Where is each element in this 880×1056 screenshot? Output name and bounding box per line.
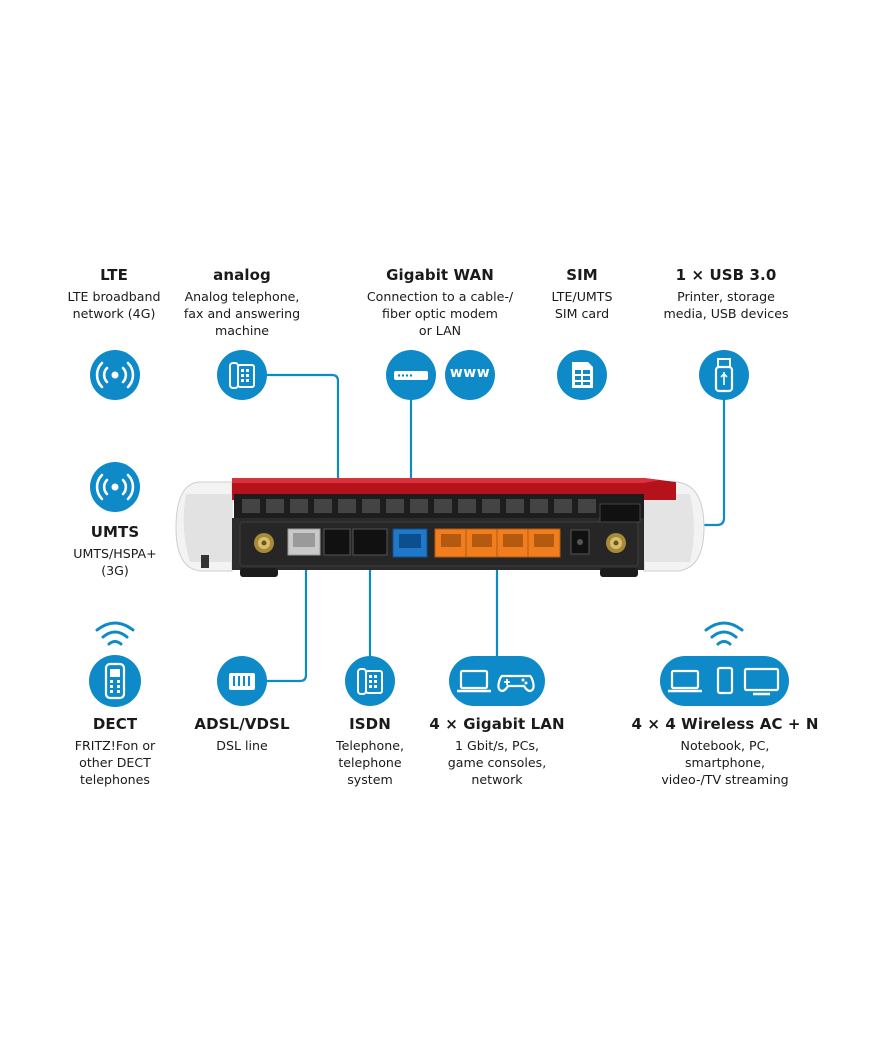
feature-title: 4 × Gigabit LAN bbox=[429, 715, 565, 733]
dsl-connector bbox=[266, 552, 308, 683]
feature-desc-line: network (4G) bbox=[72, 305, 156, 321]
sim-card-icon bbox=[572, 362, 593, 388]
feature-umts: UMTS UMTS/HSPA+(3G) bbox=[60, 523, 170, 580]
usb-stick-icon bbox=[714, 358, 734, 393]
www-circle: www bbox=[445, 350, 495, 400]
feature-desc-line: Connection to a cable-/ bbox=[366, 289, 514, 304]
analog-connector bbox=[266, 373, 340, 518]
feature-title: ISDN bbox=[349, 715, 391, 733]
laptop-phone-tv-icon bbox=[668, 666, 780, 696]
usb-slot bbox=[599, 503, 641, 523]
feature-title: DECT bbox=[92, 715, 138, 733]
feature-desc-line: 1 Gbit/s, PCs, bbox=[455, 738, 539, 753]
umts-circle bbox=[90, 462, 140, 512]
usb-connector bbox=[700, 398, 726, 527]
wlan-pill bbox=[660, 656, 789, 706]
lan-ports bbox=[434, 528, 561, 558]
dsl-circle bbox=[217, 656, 267, 706]
feature-desc-line: other DECT bbox=[79, 754, 151, 770]
radio-signal-icon bbox=[95, 361, 135, 389]
antenna-connector-right bbox=[606, 533, 626, 553]
feature-desc-line: UMTS/HSPA+ bbox=[73, 546, 157, 561]
feature-title: Gigabit WAN bbox=[386, 266, 494, 284]
feature-desc-line: fax and answering bbox=[183, 305, 301, 321]
sim-circle bbox=[557, 350, 607, 400]
feature-title: 1 × USB 3.0 bbox=[675, 266, 777, 284]
lte-circle bbox=[90, 350, 140, 400]
feature-wlan: 4 × 4 Wireless AC + N Notebook, PC,smart… bbox=[630, 715, 820, 788]
vent-slots bbox=[242, 499, 596, 513]
feature-wan: Gigabit WAN Connection to a cable-/fiber… bbox=[350, 266, 530, 339]
feature-desc-line: telephones bbox=[80, 771, 150, 787]
feature-desc-line: Telephone, bbox=[336, 738, 404, 753]
feature-lan: 4 × Gigabit LAN 1 Gbit/s, PCs,game conso… bbox=[422, 715, 572, 788]
feature-desc-line: network bbox=[471, 771, 523, 787]
feature-desc-line: telephone bbox=[338, 754, 402, 770]
feature-desc-line: (3G) bbox=[101, 562, 129, 578]
feature-desc-line: machine bbox=[214, 322, 270, 338]
feature-title: UMTS bbox=[90, 523, 140, 541]
desk-phone-icon bbox=[229, 362, 255, 389]
feature-desc-line: FRITZ!Fon or bbox=[74, 738, 156, 753]
feature-desc-line: or LAN bbox=[418, 322, 462, 338]
lan-pill bbox=[449, 656, 545, 706]
wifi-waves-icon-wlan bbox=[704, 621, 744, 646]
laptop-gamepad-icon bbox=[457, 669, 535, 693]
feature-desc-line: DSL line bbox=[216, 738, 268, 753]
feature-title: ADSL/VDSL bbox=[194, 715, 290, 733]
feature-desc-line: Printer, storage bbox=[677, 289, 775, 304]
feature-title: 4 × 4 Wireless AC + N bbox=[631, 715, 819, 733]
feature-desc-line: Analog telephone, bbox=[184, 289, 300, 304]
isdn-port bbox=[352, 528, 388, 556]
isdn-circle bbox=[345, 656, 395, 706]
feature-analog: analog Analog telephone,fax and answerin… bbox=[172, 266, 312, 339]
wan-modem-circle bbox=[386, 350, 436, 400]
dsl-port-icon bbox=[229, 673, 255, 690]
wifi-waves-icon bbox=[95, 621, 135, 646]
feature-desc-line: smartphone, bbox=[684, 754, 766, 770]
feature-dsl: ADSL/VDSL DSL line bbox=[182, 715, 302, 755]
feature-title: analog bbox=[213, 266, 271, 284]
feature-desc-line: LTE broadband bbox=[67, 289, 161, 304]
dect-circle bbox=[89, 655, 141, 707]
feature-desc-line: media, USB devices bbox=[663, 305, 789, 321]
dect-phone-icon bbox=[104, 662, 126, 700]
feature-desc-line: Notebook, PC, bbox=[680, 738, 770, 753]
feature-title: LTE bbox=[100, 266, 128, 284]
desk-phone-icon bbox=[357, 668, 383, 695]
feature-title: SIM bbox=[566, 266, 598, 284]
feature-desc-line: system bbox=[347, 771, 393, 787]
radio-signal-icon bbox=[95, 473, 135, 501]
feature-desc-line: SIM card bbox=[554, 305, 610, 321]
feature-desc-line: LTE/UMTS bbox=[551, 289, 613, 304]
modem-icon bbox=[394, 371, 428, 380]
feature-desc-line: game consoles, bbox=[447, 754, 547, 770]
analog-circle bbox=[217, 350, 267, 400]
antenna-connector-left bbox=[254, 533, 274, 553]
analog-port bbox=[323, 528, 351, 556]
feature-desc-line: fiber optic modem bbox=[382, 305, 498, 321]
www-icon: www bbox=[449, 365, 491, 381]
usb-circle bbox=[699, 350, 749, 400]
feature-desc-line: video-/TV streaming bbox=[661, 771, 789, 787]
